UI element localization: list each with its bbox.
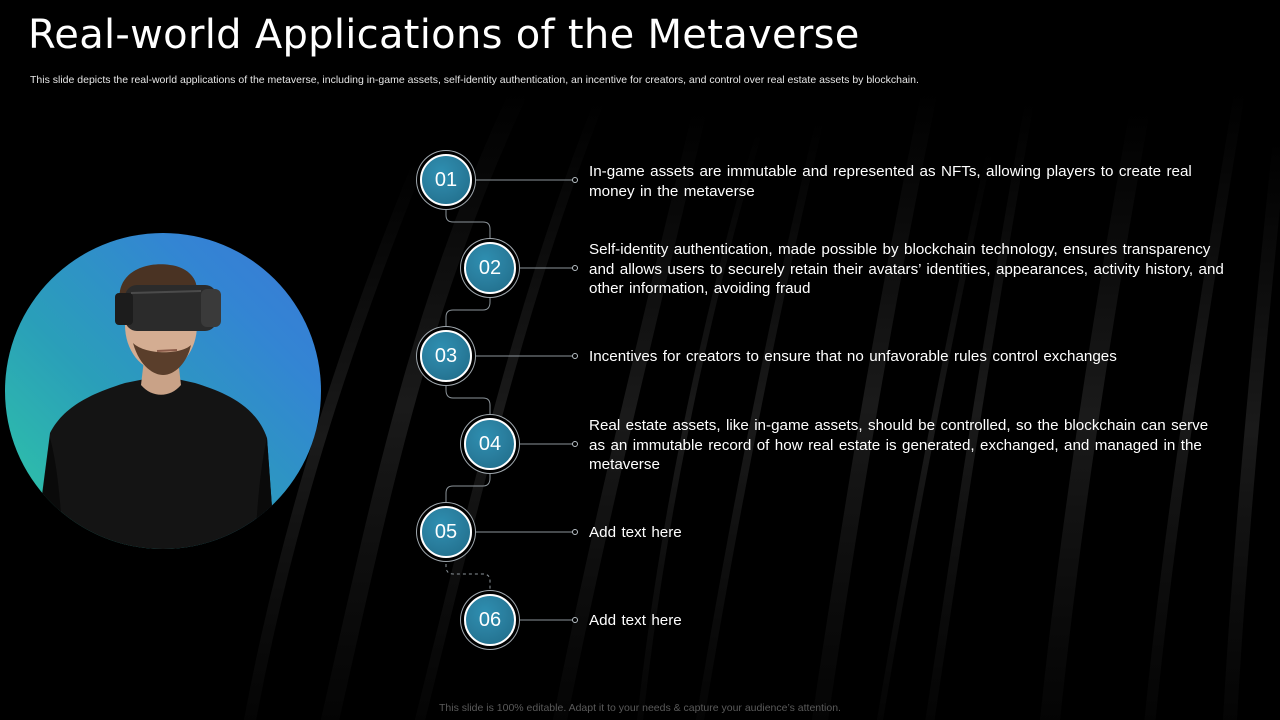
footer-note: This slide is 100% editable. Adapt it to…	[0, 702, 1280, 714]
step-number-05: 05	[420, 506, 472, 558]
step-number-04: 04	[464, 418, 516, 470]
step-text-01: In-game assets are immutable and represe…	[589, 163, 1192, 200]
page-title: Real-world Applications of the Metaverse	[28, 12, 860, 58]
step-text-06: Add text here	[589, 612, 682, 629]
step-number-03: 03	[420, 330, 472, 382]
step-number-02: 02	[464, 242, 516, 294]
step-text-04: Real estate assets, like in-game assets,…	[589, 417, 1209, 473]
step-text-02: Self-identity authentication, made possi…	[589, 241, 1224, 297]
step-text-05: Add text here	[589, 524, 682, 541]
step-number-06: 06	[464, 594, 516, 646]
step-number-01: 01	[420, 154, 472, 206]
step-text-03: Incentives for creators to ensure that n…	[589, 348, 1117, 365]
page-subtitle: This slide depicts the real-world applic…	[30, 74, 919, 86]
vr-person-photo	[5, 233, 321, 549]
footer-text: This slide is 100% editable. Adapt it to…	[439, 702, 841, 714]
